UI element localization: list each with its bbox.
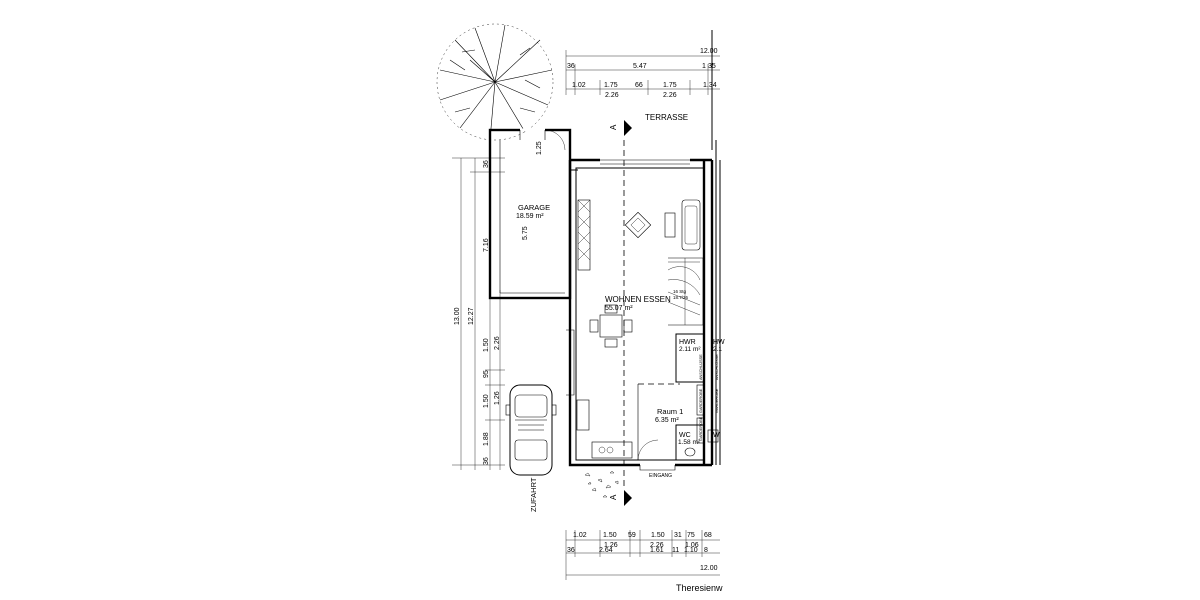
- hwr-neighbor-heating-label: ANSCHLÜSSE: [715, 354, 719, 380]
- wardrobe-label: GARDEROBE: [699, 388, 703, 413]
- dim-top-overall: 12.00: [700, 48, 718, 55]
- dim-top-row2-c: 66: [635, 82, 643, 89]
- wardrobe-label-2: GARDEROBE: [699, 416, 703, 441]
- wc-room: WC 1.58 m² W: [675, 424, 720, 461]
- dim-bottom-row2-a: 1.26: [604, 542, 618, 549]
- dim-bottom-row3-f: 8: [704, 547, 708, 554]
- dim-left-garage-depth: 7.16: [483, 238, 490, 252]
- dim-bottom-row3-e: 1.10: [684, 547, 698, 554]
- dim-bottom-row1-c: 59: [628, 532, 636, 539]
- dim-bottom-row3-c: 1.61: [650, 547, 664, 554]
- dim-bottom-row3-a: 36: [567, 547, 575, 554]
- wc-neighbor-label: W: [713, 432, 720, 439]
- room1-label: Raum 1: [657, 407, 683, 416]
- wardrobe-neighbor-label: GARDEROBE: [715, 388, 719, 413]
- room-1: Raum 1 6.35 m²: [637, 383, 683, 461]
- garage-label: GARAGE: [518, 203, 550, 212]
- dim-bottom-row1-e: 31: [674, 532, 682, 539]
- staircase: 16 Stg 18.7/26: [667, 257, 704, 326]
- dim-bottom-row1-b: 1.50: [603, 532, 617, 539]
- dim-top-row3-a: 2.26: [605, 92, 619, 99]
- dim-top-row2-a: 1.02: [572, 82, 586, 89]
- bottom-dimensions: 1.02 1.50 59 1.50 31 75 68 1.26 2.26 1.0…: [565, 530, 720, 580]
- section-mark-top: A: [609, 120, 632, 136]
- hwr-area: 2.11 m²: [679, 346, 701, 353]
- dim-bottom-row3-d: 11: [672, 547, 679, 554]
- stair-note-1: 16 Stg: [673, 289, 687, 294]
- wc-label: WC: [679, 432, 691, 439]
- hwr-heating-label: ANSCHLÜSSE: [699, 354, 703, 380]
- dim-bottom-row3-b: 2.64: [599, 547, 613, 554]
- dim-left-seg-c: 95: [483, 370, 490, 378]
- dim-top-row2-e: 1.34: [703, 82, 717, 89]
- dim-bottom-row1-d: 1.50: [651, 532, 665, 539]
- garage-opening-dim: 1.25: [536, 141, 543, 155]
- dim-bottom-row1-f: 75: [687, 532, 695, 539]
- dim-top-row1-a: 36: [567, 63, 575, 70]
- left-dimensions: 13.00 12.27 7.16 36 1.50 95 1.50 1.88 36…: [452, 157, 505, 470]
- garage: 1.25 GARAGE 18.59 m² 5.75: [488, 128, 572, 300]
- dim-bottom-row2-b: 2.26: [650, 542, 664, 549]
- dim-top-row2-b: 1.75: [604, 82, 618, 89]
- living-label: WOHNEN ESSEN: [605, 295, 671, 304]
- section-mark-label-bottom: A: [609, 494, 618, 500]
- entrance: EINGANG: [584, 463, 676, 498]
- car-symbol: [505, 384, 557, 476]
- section-mark-bottom: A: [609, 490, 632, 506]
- dim-top-row2-d: 1.75: [663, 82, 677, 89]
- terrace-label: TERRASSE: [645, 113, 688, 122]
- dim-left-seg-b: 1.50: [483, 338, 490, 352]
- dim-left-second: 12.27: [468, 307, 475, 325]
- furniture: [576, 199, 701, 459]
- dim-bottom-overall: 12.00: [700, 565, 718, 572]
- stair-note-2: 18.7/26: [673, 295, 689, 300]
- tree-symbol: [436, 23, 554, 141]
- garage-area: 18.59 m²: [516, 213, 544, 220]
- dim-bottom-row1-g: 68: [704, 532, 712, 539]
- garage-depth: 5.75: [522, 226, 529, 240]
- dim-left-seg-d: 1.50: [483, 394, 490, 408]
- dim-top-row3-b: 2.26: [663, 92, 677, 99]
- dim-bottom-row1-a: 1.02: [573, 532, 587, 539]
- dim-left-overall: 13.00: [454, 307, 461, 325]
- dim-left-seg2-b: 1.26: [494, 391, 501, 405]
- hwr-label: HWR: [679, 339, 696, 346]
- hwr-room: HWR 2.11 m² HW 2.1 ANSCHLÜSSE ANSCHLÜSSE: [675, 333, 725, 383]
- dim-left-seg-e: 1.88: [483, 432, 490, 446]
- living-area: 55.07 m²: [605, 305, 633, 312]
- wc-area: 1.58 m²: [678, 439, 701, 446]
- top-dimensions: 12.00 36 5.47 1 35 1.02 1.75 66 1.75 1.3…: [565, 48, 720, 99]
- entrance-label: EINGANG: [649, 473, 672, 479]
- dim-bottom-row2-c: 1.06: [685, 542, 699, 549]
- dim-left-seg-a: 36: [483, 160, 490, 168]
- dim-top-row1-b: 5.47: [633, 63, 647, 70]
- hwr-neighbor-label: HW: [713, 339, 725, 346]
- dim-top-row1-c: 1: [702, 63, 706, 70]
- section-mark-label-top: A: [609, 124, 618, 130]
- room1-area: 6.35 m²: [655, 417, 679, 424]
- dim-left-seg2-a: 2.26: [494, 336, 501, 350]
- hwr-neighbor-area: 2.1: [713, 346, 722, 353]
- dim-left-seg-f: 36: [483, 457, 490, 465]
- street-label: Theresienw: [676, 583, 723, 593]
- driveway-label: ZUFAHRT: [529, 477, 538, 512]
